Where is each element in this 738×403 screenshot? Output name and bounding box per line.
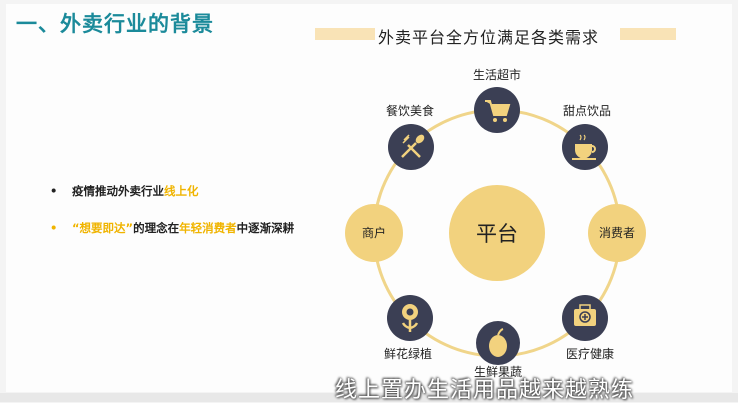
title-band-left [315, 28, 375, 40]
bullet-text: 中逐渐深耕 [236, 221, 295, 235]
center-label: 平台 [476, 222, 518, 246]
bullet-dot: • [50, 184, 58, 198]
bullet-highlight: 线上化 [164, 184, 199, 198]
bullet-text: 疫情推动外卖行业 [72, 184, 164, 198]
medical-kit-icon [562, 295, 608, 341]
slide [6, 4, 732, 392]
bullet-dot: • [50, 221, 58, 235]
shopping-cart-icon [474, 87, 520, 133]
merchant-node [345, 204, 403, 262]
consumer-node [588, 204, 646, 262]
category-label: 生活超市 [472, 68, 522, 82]
diagram-title: 外卖平台全方位满足各类需求 [378, 28, 600, 47]
bullet-highlight: “想要即达” [72, 221, 134, 235]
spoon-fork-icon [388, 124, 434, 170]
bullet-highlight: 年轻消费者 [179, 221, 237, 235]
coffee-cup-icon [562, 124, 608, 170]
category-label: 医疗健康 [565, 347, 615, 361]
title-band-right [620, 28, 676, 40]
bullet-text: 的理念在 [133, 221, 180, 235]
category-label: 甜点饮品 [562, 104, 612, 118]
category-label: 鲜花绿植 [383, 347, 433, 361]
flower-icon [387, 295, 433, 341]
slide-title: 一、外卖行业的背景 [16, 12, 214, 36]
category-label: 生鲜果蔬 [473, 365, 523, 379]
consumer-label: 消费者 [598, 226, 636, 240]
center-node [449, 185, 545, 281]
merchant-label: 商户 [361, 226, 387, 240]
apple-icon [476, 321, 520, 365]
bottom-bar [0, 393, 738, 402]
video-subtitle: 线上置办生活用品越来越熟练 [335, 378, 635, 403]
bullet-2: • “想要即达”的理念在年轻消费者中逐渐深耕 [50, 220, 294, 236]
bullet-1: • 疫情推动外卖行业线上化 [50, 183, 199, 199]
category-label: 餐饮美食 [385, 104, 435, 118]
